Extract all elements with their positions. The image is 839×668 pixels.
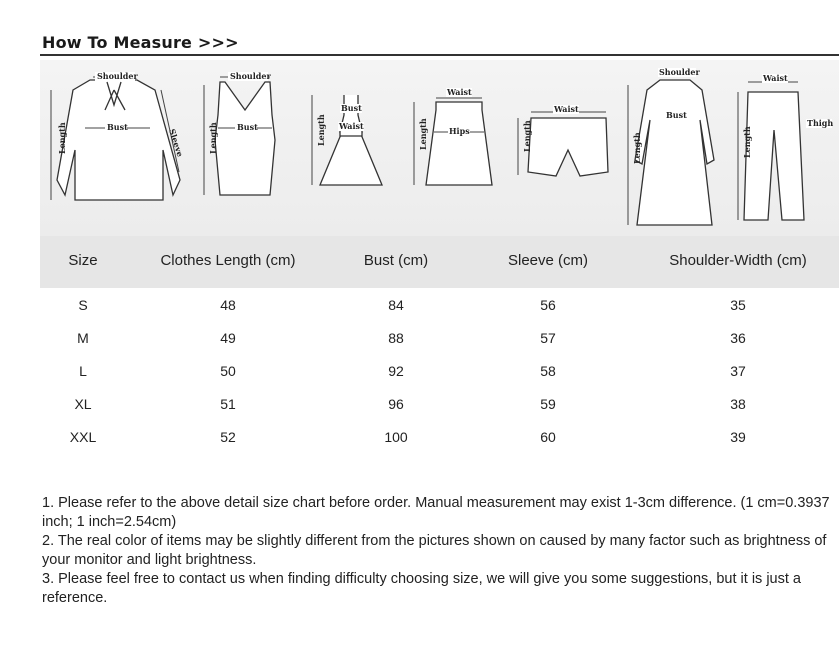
blouse-diagram: Shoulder Bust Length Sleeve xyxy=(45,60,185,236)
sleeve-cell: 58 xyxy=(540,363,556,379)
note-measurement-difference: 1. Please refer to the above detail size… xyxy=(42,495,830,530)
length-label: Length xyxy=(742,126,752,158)
shoulder-width-cell: 37 xyxy=(730,363,746,379)
table-row: S 48 84 56 35 xyxy=(40,288,839,321)
table-row: XL 51 96 59 38 xyxy=(40,387,839,420)
length-label: Length xyxy=(208,122,218,154)
bust-cell: 88 xyxy=(388,330,404,346)
table-row: L 50 92 58 37 xyxy=(40,354,839,387)
sleeve-cell: 59 xyxy=(540,396,556,412)
bust-cell: 84 xyxy=(388,297,404,313)
length-label: Length xyxy=(522,120,532,152)
shoulder-width-cell: 35 xyxy=(730,297,746,313)
skirt-diagram: Waist Hips Length xyxy=(404,60,504,236)
header-title: How To Measure >>> xyxy=(42,33,239,52)
length-label: Length xyxy=(632,132,642,164)
shoulder-width-cell: 36 xyxy=(730,330,746,346)
waist-label: Waist xyxy=(762,73,788,83)
shoulder-label: Shoulder xyxy=(97,71,138,81)
bust-label: Bust xyxy=(237,122,258,132)
size-table-header: Size Clothes Length (cm) Bust (cm) Sleev… xyxy=(40,236,839,288)
column-header-sleeve: Sleeve (cm) xyxy=(507,252,589,269)
table-row: M 49 88 57 36 xyxy=(40,321,839,354)
dress-diagram: Bust Waist Length xyxy=(302,60,402,236)
sleeve-cell: 60 xyxy=(540,429,556,445)
bust-label: Bust xyxy=(107,122,128,132)
shoulder-label: Shoulder xyxy=(659,67,700,77)
size-cell: S xyxy=(78,297,88,313)
waist-label: Waist xyxy=(338,121,364,131)
shoulder-label: Shoulder xyxy=(230,71,271,81)
thigh-label: Thigh xyxy=(807,118,833,128)
how-to-measure-header: How To Measure >>> xyxy=(40,30,839,60)
length-label: Length xyxy=(57,122,67,154)
size-table-body: S 48 84 56 35 M 49 88 57 36 L 50 92 58 3… xyxy=(40,288,839,453)
waist-label: Waist xyxy=(446,87,472,97)
header-divider xyxy=(40,54,839,56)
pants-diagram: Waist Thigh Length xyxy=(730,60,835,236)
tank-top-diagram: Shoulder Bust Length xyxy=(190,60,300,236)
clothes-length-cell: 51 xyxy=(220,396,236,412)
column-header-clothes-length: Clothes Length (cm) xyxy=(160,252,296,269)
sleeve-cell: 56 xyxy=(540,297,556,313)
shoulder-width-cell: 38 xyxy=(730,396,746,412)
size-cell: XL xyxy=(74,396,92,412)
shorts-diagram: Waist Length xyxy=(506,60,621,236)
measurement-diagrams: Shoulder Bust Length Sleeve Shoulder Bus… xyxy=(40,60,839,236)
sleeve-cell: 57 xyxy=(540,330,556,346)
shoulder-width-cell: 39 xyxy=(730,429,746,445)
size-notes: 1. Please refer to the above detail size… xyxy=(42,494,834,608)
bust-cell: 92 xyxy=(388,363,404,379)
coat-diagram: Shoulder Bust Length xyxy=(622,60,727,236)
note-contact-us: 3. Please feel free to contact us when f… xyxy=(42,571,801,606)
size-cell: M xyxy=(77,330,89,346)
clothes-length-cell: 52 xyxy=(220,429,236,445)
size-cell: L xyxy=(79,363,87,379)
bust-label: Bust xyxy=(341,103,362,113)
clothes-length-cell: 50 xyxy=(220,363,236,379)
table-row: XXL 52 100 60 39 xyxy=(40,420,839,453)
note-color-difference: 2. The real color of items may be slight… xyxy=(42,533,827,568)
clothes-length-cell: 49 xyxy=(220,330,236,346)
bust-cell: 100 xyxy=(384,429,408,445)
waist-label: Waist xyxy=(553,104,579,114)
column-header-shoulder-width: Shoulder-Width (cm) xyxy=(669,252,807,269)
length-label: Length xyxy=(418,118,428,150)
clothes-length-cell: 48 xyxy=(220,297,236,313)
bust-cell: 96 xyxy=(388,396,404,412)
size-cell: XXL xyxy=(69,429,97,445)
length-label: Length xyxy=(316,114,326,146)
column-header-bust: Bust (cm) xyxy=(363,252,429,269)
bust-label: Bust xyxy=(666,110,687,120)
column-header-size: Size xyxy=(68,252,98,269)
hips-label: Hips xyxy=(449,126,470,136)
